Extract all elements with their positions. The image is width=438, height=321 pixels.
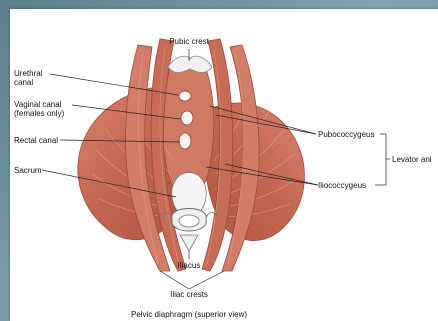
vaginal-opening — [181, 111, 193, 125]
label-levator-ani: Levator ani — [392, 155, 432, 164]
label-pubic-crest: Pubic crest — [169, 37, 209, 46]
label-pubococcygeus: Pubococcygeus — [318, 130, 374, 139]
label-vaginal-canal-1: Vaginal canal — [14, 100, 61, 109]
sacrum-canal — [179, 215, 199, 227]
rectal-opening — [179, 133, 191, 149]
label-urethral-canal-2: canal — [14, 78, 33, 87]
label-iliac-crests: Iliac crests — [170, 290, 208, 299]
label-vaginal-canal-2: (females only) — [14, 109, 64, 118]
caption: Pelvic diaphragm (superior view) — [131, 310, 247, 319]
label-sacrum: Sacrum — [14, 166, 42, 175]
label-iliococcygeus: Iliococcygeus — [318, 181, 366, 190]
pelvic-diaphragm-illustration — [10, 9, 438, 321]
label-iliacus: Iliacus — [178, 261, 201, 270]
diagram-frame: Pubic crest Urethral canal Vaginal canal… — [10, 9, 438, 321]
coccyx — [180, 235, 198, 251]
label-urethral-canal-1: Urethral — [14, 69, 42, 78]
label-rectal-canal: Rectal canal — [14, 136, 58, 145]
urethral-opening — [179, 91, 191, 101]
